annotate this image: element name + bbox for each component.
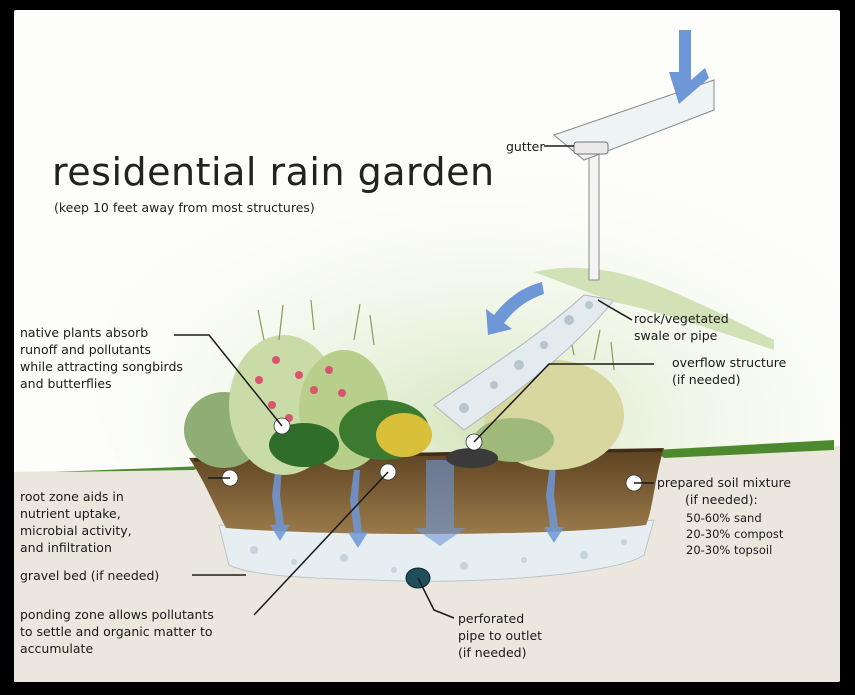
label-soil: prepared soil mixture (if needed): xyxy=(657,474,791,508)
label-root-line: and infiltration xyxy=(20,540,112,555)
soil-mix-item: 20-30% topsoil xyxy=(686,543,773,557)
infiltration-arrows xyxy=(270,460,564,548)
label-pipe: perforated pipe to outlet (if needed) xyxy=(458,610,542,661)
label-overflow-line: (if needed) xyxy=(672,372,741,387)
label-root-zone: root zone aids in nutrient uptake, micro… xyxy=(20,488,132,556)
overflow-structure xyxy=(446,448,498,468)
soil-mix-item: 50-60% sand xyxy=(686,511,762,525)
label-gutter: gutter xyxy=(506,139,545,154)
label-pipe-line: pipe to outlet xyxy=(458,628,543,643)
label-plants-line: and butterflies xyxy=(20,376,112,391)
label-overflow-line: overflow structure xyxy=(672,355,787,370)
label-ponding-line: ponding zone allows pollutants xyxy=(20,607,214,622)
downspout xyxy=(588,149,600,281)
rain-garden-illustration xyxy=(14,30,840,682)
grass-edge xyxy=(654,440,834,458)
label-swale-line: rock/vegetated xyxy=(634,311,729,326)
native-plants xyxy=(184,299,624,475)
diagram-canvas: residential rain garden (keep 10 feet aw… xyxy=(14,10,840,682)
label-pipe-line: perforated xyxy=(458,611,525,626)
label-pipe-line: (if needed) xyxy=(458,645,527,660)
label-soil-line: prepared soil mixture xyxy=(657,475,792,490)
water-arrows xyxy=(486,30,709,335)
label-root-line: nutrient uptake, xyxy=(20,506,121,521)
label-plants-line: runoff and pollutants xyxy=(20,342,152,357)
label-plants-line: native plants absorb xyxy=(20,325,149,340)
soil-mix-item: 20-30% compost xyxy=(686,527,784,541)
label-swale: rock/vegetated swale or pipe xyxy=(634,310,729,344)
label-ponding-line: to settle and organic matter to xyxy=(20,624,213,639)
label-soil-mix: 50-60% sand 20-30% compost 20-30% topsoi… xyxy=(686,510,783,558)
label-soil-line: (if needed): xyxy=(685,492,758,507)
label-overflow: overflow structure (if needed) xyxy=(672,354,786,388)
label-root-line: root zone aids in xyxy=(20,489,124,504)
label-ponding-line: accumulate xyxy=(20,641,94,656)
page-title: residential rain garden xyxy=(52,150,495,194)
label-gravel: gravel bed (if needed) xyxy=(20,568,160,583)
label-root-line: microbial activity, xyxy=(20,523,132,538)
label-swale-line: swale or pipe xyxy=(634,328,718,343)
gutter xyxy=(573,141,609,155)
label-plants: native plants absorb runoff and pollutan… xyxy=(20,324,183,392)
page-subtitle: (keep 10 feet away from most structures) xyxy=(54,200,315,215)
label-plants-line: while attracting songbirds xyxy=(20,359,183,374)
label-ponding: ponding zone allows pollutants to settle… xyxy=(20,606,214,657)
leader-lines xyxy=(174,145,654,619)
